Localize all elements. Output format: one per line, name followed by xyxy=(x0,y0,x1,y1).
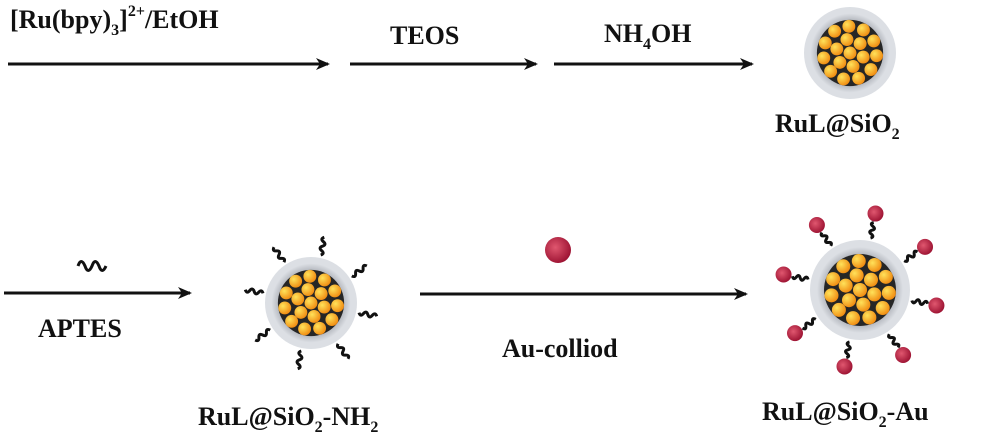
gold-particle xyxy=(895,347,912,364)
product-rul-sio2-label: RuL@SiO2 xyxy=(775,109,900,143)
ru-dye-dot xyxy=(325,313,339,327)
ru-dye-dot xyxy=(313,321,327,335)
ru-dye-dot xyxy=(331,299,344,313)
ru-dye-dot xyxy=(837,72,851,86)
ru-dye-dot xyxy=(314,287,328,301)
product-rul-sio2-au-label: RuL@SiO2-Au xyxy=(762,397,929,431)
gold-particle xyxy=(786,325,803,342)
ru-dye-dot xyxy=(846,60,860,73)
ru-dye-dot xyxy=(862,310,877,325)
ru-dye-dot xyxy=(841,293,856,308)
gold-nanoparticle-icon xyxy=(545,237,571,263)
ru-dye-dot xyxy=(857,23,870,37)
ru-dye-dot xyxy=(846,311,861,326)
amine-linker xyxy=(868,220,876,240)
ru-dye-dot xyxy=(856,50,870,64)
ru-dye-dot xyxy=(278,301,292,315)
ru-dye-dot xyxy=(317,300,331,314)
ru-dye-dot xyxy=(853,283,867,297)
ru-dye-dot xyxy=(817,51,831,65)
amine-linker xyxy=(243,287,265,296)
amine-linker xyxy=(318,235,327,257)
gold-particle xyxy=(928,297,945,314)
amine-linker xyxy=(254,327,271,343)
ru-dye-dot xyxy=(836,259,851,274)
ru-dye-dot xyxy=(304,296,318,310)
ru-dye-dot xyxy=(867,257,882,272)
amine-linker xyxy=(844,340,852,360)
ru-dye-dot xyxy=(864,63,878,77)
ru-dye-dot xyxy=(843,46,857,60)
product-rul-sio2-nh2-label: RuL@SiO2-NH2 xyxy=(198,402,378,436)
ru-dye-dot xyxy=(838,278,853,293)
ru-dye-dot xyxy=(870,49,883,63)
rul-sio2-nh2-nanoparticle xyxy=(243,235,379,371)
ru-dye-dot xyxy=(828,24,842,38)
ru-dye-dot xyxy=(867,34,881,48)
gold-particle xyxy=(775,266,792,283)
ru-dye-dot xyxy=(824,288,839,303)
gold-particle xyxy=(917,238,934,255)
reagent-au-colloid-label: Au-colliod xyxy=(502,334,618,363)
ru-dye-dot xyxy=(849,268,864,283)
ru-dye-dot xyxy=(307,310,321,323)
ru-dye-dot xyxy=(853,37,867,51)
ru-dye-dot xyxy=(878,269,893,284)
ru-dye-dot xyxy=(856,297,871,312)
gold-particle xyxy=(808,216,825,233)
amine-linker xyxy=(887,333,901,349)
wavy-linker-icon xyxy=(76,260,108,272)
amine-linker xyxy=(271,246,287,263)
rul-sio2-au-nanoparticle xyxy=(775,205,945,375)
ru-dye-dot xyxy=(840,33,854,46)
ru-dye-dot xyxy=(289,274,303,288)
amine-linker xyxy=(351,263,368,279)
ru-dye-dot xyxy=(831,302,846,317)
ru-dye-dot xyxy=(875,301,890,316)
ru-dye-dot xyxy=(851,254,866,269)
ru-dye-dot xyxy=(301,283,315,296)
amine-linker xyxy=(295,349,304,371)
reagent-teos-label: TEOS xyxy=(390,21,459,50)
amine-linker xyxy=(801,317,817,331)
ru-dye-dot xyxy=(864,272,879,287)
ru-dye-dot xyxy=(291,292,305,306)
rul-sio2-nanoparticle xyxy=(804,7,896,99)
ru-dye-dot xyxy=(830,42,844,56)
reagent-aptes-label: APTES xyxy=(38,314,122,343)
amine-linker xyxy=(790,274,810,282)
ru-dye-dot xyxy=(826,272,841,287)
amine-linker xyxy=(903,249,919,263)
gold-particle xyxy=(836,358,853,375)
reagent-nh4oh-label: NH4OH xyxy=(604,19,691,53)
ru-dye-dot xyxy=(318,273,331,287)
ru-dye-dot xyxy=(867,287,882,302)
reagent-ru-bpy-label: [Ru(bpy)3]2+/EtOH xyxy=(10,3,219,39)
ru-dye-dot xyxy=(824,64,838,78)
amine-linker xyxy=(357,310,379,319)
ru-dye-dot xyxy=(842,19,856,33)
ru-dye-dot xyxy=(303,269,317,283)
ru-dye-dot xyxy=(294,305,308,319)
gold-particle xyxy=(867,205,884,222)
ru-dye-dot xyxy=(833,55,847,69)
amine-linker xyxy=(819,231,833,247)
ru-dye-dot xyxy=(298,322,312,336)
ru-dye-dot xyxy=(818,36,832,50)
ru-dye-dot xyxy=(279,286,293,300)
ru-dye-dot xyxy=(881,285,896,300)
ru-dye-dot xyxy=(328,284,342,298)
ru-dye-dot xyxy=(852,71,866,85)
amine-linker xyxy=(910,298,930,306)
ru-dye-dot xyxy=(285,314,299,328)
amine-linker xyxy=(335,343,351,360)
